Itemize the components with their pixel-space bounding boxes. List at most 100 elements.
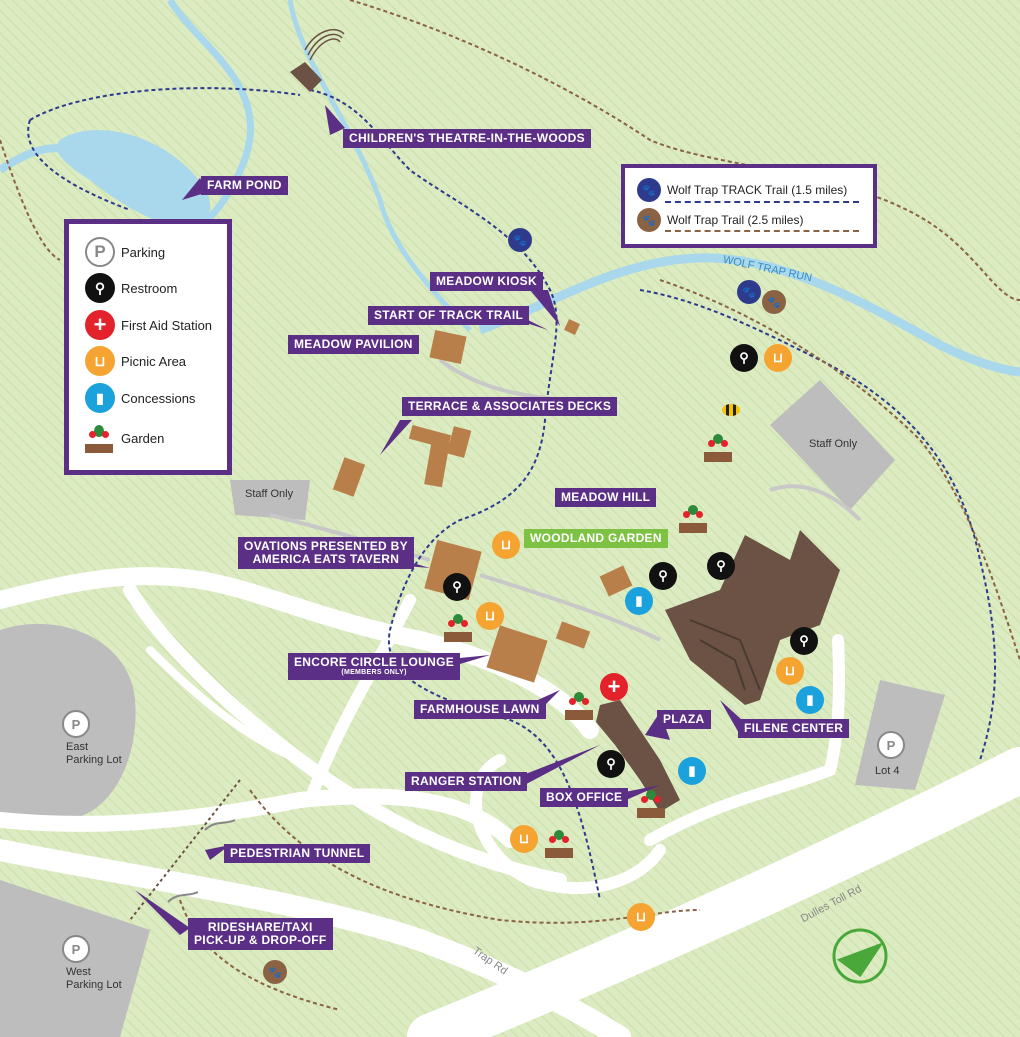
parking-icon[interactable]: P: [62, 710, 90, 738]
encore-building: [486, 625, 548, 683]
restroom-icon[interactable]: ⚲: [597, 750, 625, 778]
label-filene-center[interactable]: FILENE CENTER: [738, 719, 850, 738]
label-farm-pond[interactable]: FARM POND: [201, 176, 288, 195]
picnic-icon[interactable]: ⊔: [476, 602, 504, 630]
legend-row-picnic: ⊔ Picnic Area: [85, 345, 186, 377]
first-aid-icon[interactable]: +: [600, 673, 628, 701]
east-lot-line2: Parking Lot: [66, 754, 122, 766]
meadow-pavilion-building: [429, 329, 467, 365]
concessions-icon[interactable]: ▮: [625, 587, 653, 615]
staff-only-area-west: [230, 480, 310, 520]
paw-icon: 🐾: [637, 178, 661, 202]
concessions-icon[interactable]: ▮: [678, 757, 706, 785]
picnic-icon[interactable]: ⊔: [627, 903, 655, 931]
legend-label: Parking: [121, 244, 166, 260]
picnic-icon[interactable]: ⊔: [776, 657, 804, 685]
concessions-icon: ▮: [85, 383, 115, 413]
dulles-toll-rd: [407, 747, 1020, 1037]
legend-label: Restroom: [121, 280, 178, 296]
label-ovations-line2: AMERICA EATS TAVERN: [252, 552, 400, 566]
garden-icon[interactable]: [545, 828, 573, 858]
stream: [287, 0, 472, 332]
legend-row-garden: Garden: [85, 422, 164, 454]
label-terrace-decks[interactable]: TERRACE & ASSOCIATES DECKS: [402, 397, 618, 416]
track-trail: [309, 89, 601, 901]
filene-center: [665, 530, 840, 705]
label-rideshare[interactable]: RIDESHARE/TAXI PICK-UP & DROP-OFF: [188, 918, 333, 950]
east-lot-label: East Parking Lot: [66, 741, 122, 767]
label-woodland-garden[interactable]: WOODLAND GARDEN: [524, 529, 668, 548]
legend-label: First Aid Station: [121, 317, 213, 333]
legend-row-restroom: ⚲ Restroom: [85, 272, 177, 304]
garden-icon[interactable]: [704, 432, 732, 462]
label-encore-line1: ENCORE CIRCLE LOUNGE: [294, 655, 455, 669]
first-aid-icon: +: [85, 310, 115, 340]
paw-icon[interactable]: 🐾: [508, 228, 532, 252]
trail-legend: 🐾 Wolf Trap TRACK Trail (1.5 miles) 🐾 Wo…: [621, 164, 877, 248]
label-rideshare-line2: PICK-UP & DROP-OFF: [194, 933, 327, 947]
label-encore-circle-lounge[interactable]: ENCORE CIRCLE LOUNGE (MEMBERS ONLY): [288, 653, 461, 680]
wolf-trap-trail: [659, 279, 1020, 661]
stream: [167, 0, 254, 225]
wolf-trap-run: [478, 253, 1020, 377]
label-farmhouse-lawn[interactable]: FARMHOUSE LAWN: [414, 700, 546, 719]
trail-label: Wolf Trap TRACK Trail (1.5 miles): [667, 183, 848, 197]
compass-rose: [832, 928, 888, 984]
parking-icon: P: [85, 237, 115, 267]
picnic-icon: ⊔: [85, 346, 115, 376]
label-box-office[interactable]: BOX OFFICE: [540, 788, 629, 807]
track-line-sample: [665, 201, 859, 203]
label-pedestrian-tunnel[interactable]: PEDESTRIAN TUNNEL: [224, 844, 371, 863]
paw-icon[interactable]: 🐾: [737, 280, 761, 304]
legend-label: Garden: [121, 430, 165, 446]
west-lot-line2: Parking Lot: [66, 979, 122, 991]
paw-icon[interactable]: 🐾: [263, 960, 287, 984]
picnic-icon[interactable]: ⊔: [764, 344, 792, 372]
label-meadow-pavilion[interactable]: MEADOW PAVILION: [288, 335, 419, 354]
staff-only-area: [770, 380, 895, 510]
east-lot-line1: East: [66, 741, 89, 753]
kiosk: [564, 319, 580, 335]
label-meadow-kiosk[interactable]: MEADOW KIOSK: [430, 272, 543, 291]
picnic-icon[interactable]: ⊔: [510, 825, 538, 853]
staff-only-label: Staff Only: [809, 438, 858, 450]
restroom-icon[interactable]: ⚲: [707, 552, 735, 580]
map-legend: P Parking ⚲ Restroom + First Aid Station…: [64, 219, 232, 475]
label-start-of-track-trail[interactable]: START OF TRACK TRAIL: [368, 306, 530, 325]
garden-icon[interactable]: [637, 788, 665, 818]
garden-icon[interactable]: [679, 503, 707, 533]
picnic-icon[interactable]: ⊔: [492, 531, 520, 559]
terrace-deck: [446, 426, 472, 458]
stream: [0, 144, 71, 174]
label-childrens-theatre[interactable]: CHILDREN'S THEATRE-IN-THE-WOODS: [343, 129, 591, 148]
lot-4-label: Lot 4: [875, 765, 900, 777]
restroom-icon[interactable]: ⚲: [443, 573, 471, 601]
restroom-icon[interactable]: ⚲: [649, 562, 677, 590]
road: [146, 646, 304, 764]
label-encore-sub: (MEMBERS ONLY): [341, 669, 407, 676]
label-plaza[interactable]: PLAZA: [657, 710, 711, 729]
restroom-icon[interactable]: ⚲: [790, 627, 818, 655]
west-lot-label: West Parking Lot: [66, 966, 122, 992]
garden-icon[interactable]: [565, 690, 593, 720]
terrace-deck: [332, 457, 366, 497]
parking-icon[interactable]: P: [877, 731, 905, 759]
label-meadow-hill[interactable]: MEADOW HILL: [555, 488, 657, 507]
parking-icon[interactable]: P: [62, 935, 90, 963]
trail-line-sample: [665, 230, 859, 232]
restroom-icon[interactable]: ⚲: [730, 344, 758, 372]
trail-row-track: 🐾 Wolf Trap TRACK Trail (1.5 miles): [637, 178, 847, 202]
concessions-icon[interactable]: ▮: [796, 686, 824, 714]
track-trail: [29, 87, 996, 761]
staff-only-label: Staff Only: [245, 488, 294, 500]
label-ranger-station[interactable]: RANGER STATION: [405, 772, 528, 791]
paw-icon: 🐾: [637, 208, 661, 232]
track-trail: [27, 119, 131, 211]
garden-icon[interactable]: [444, 612, 472, 642]
paw-icon[interactable]: 🐾: [762, 290, 786, 314]
garden-icon: [85, 423, 115, 453]
trail-label: Wolf Trap Trail (2.5 miles): [667, 213, 804, 227]
label-ovations[interactable]: OVATIONS PRESENTED BY AMERICA EATS TAVER…: [238, 537, 414, 569]
building: [599, 565, 633, 597]
